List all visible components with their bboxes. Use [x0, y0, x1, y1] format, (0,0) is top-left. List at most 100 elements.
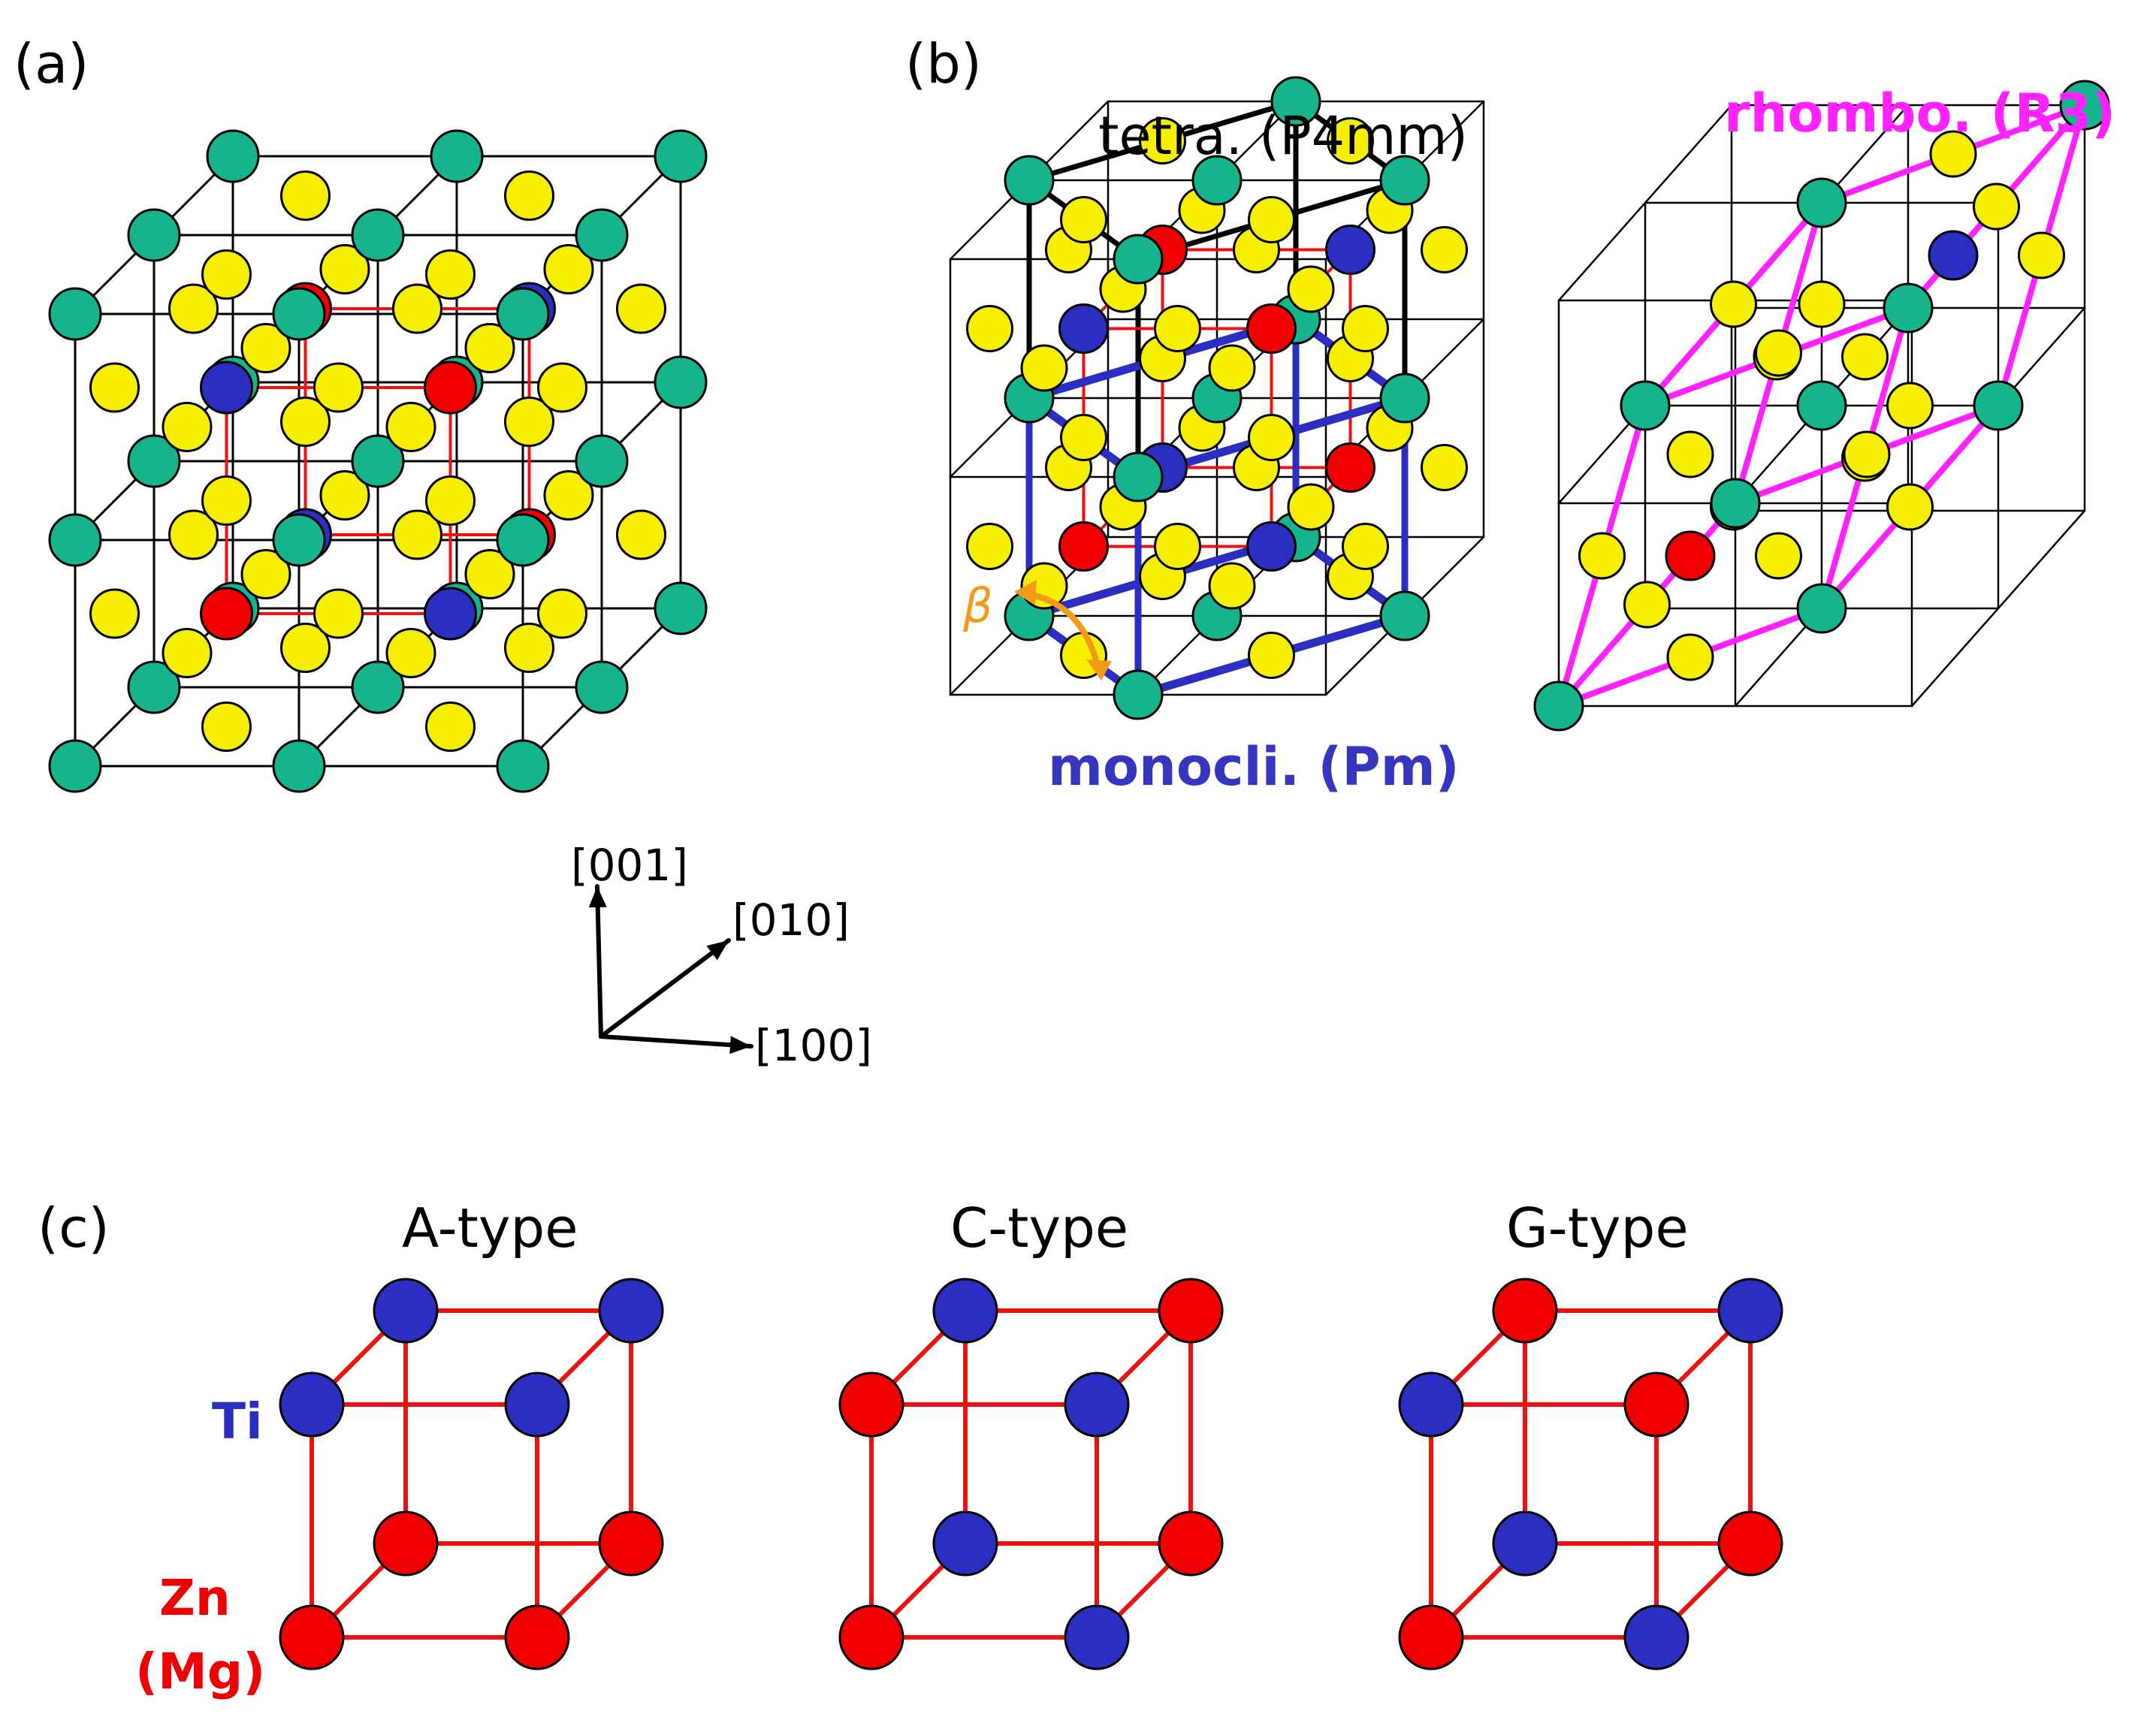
oxygen-atom	[966, 305, 1013, 352]
oxygen-atom	[1421, 444, 1468, 491]
magnetic-ordering-cells	[279, 1278, 1783, 1670]
oxygen-atom	[1287, 265, 1335, 313]
zn-atom	[1158, 1510, 1224, 1577]
axis-001-label: [001]	[571, 840, 688, 891]
zn-atom	[424, 361, 477, 415]
oxygen-atom	[385, 402, 436, 452]
a-site-atom	[496, 739, 550, 793]
oxygen-atom	[1208, 562, 1256, 610]
oxygen-atom	[240, 323, 291, 373]
oxygen-atom	[1327, 117, 1374, 164]
ti-atom	[1717, 1278, 1783, 1344]
rhombo-label: rhombo. (R3)	[1724, 83, 2115, 144]
zn-atom	[1058, 521, 1109, 572]
ti-atom	[279, 1371, 345, 1438]
a-site-atom	[496, 287, 550, 341]
ti-atom	[1064, 1371, 1130, 1438]
a-site-atom	[1710, 478, 1761, 529]
zn-atom	[504, 1604, 570, 1670]
oxygen-atom	[313, 588, 364, 639]
panel-c-label: (c)	[38, 1196, 110, 1260]
axis-arrows	[588, 884, 753, 1055]
zn-atom	[200, 587, 253, 641]
oxygen-atom	[89, 588, 140, 639]
ordering-cell	[279, 1278, 664, 1670]
oxygen-atom	[1020, 344, 1068, 392]
ti-atom	[1928, 230, 1979, 281]
ti-atom	[424, 587, 477, 641]
oxygen-atom	[1287, 483, 1335, 531]
oxygen-atom	[1060, 414, 1107, 461]
axis-010-arrow	[599, 938, 731, 1039]
a-site-atom	[48, 287, 102, 341]
oxygen-atom	[504, 623, 554, 673]
ti-atom	[1492, 1510, 1558, 1577]
oxygen-atom	[1248, 196, 1295, 243]
oxygen-atom	[201, 702, 252, 752]
monocli-label: monocli. (Pm)	[1048, 736, 1460, 798]
oxygen-atom	[1755, 532, 1802, 580]
a-site-atom	[1113, 451, 1164, 502]
oxygen-atom	[1139, 117, 1186, 164]
mg-label: (Mg)	[135, 1643, 265, 1700]
a-site-atom	[1883, 282, 1934, 333]
zn-atom	[279, 1604, 345, 1670]
oxygen-atom	[543, 470, 594, 521]
oxygen-atom	[966, 523, 1013, 570]
a-site-atom	[1796, 177, 1847, 228]
oxygen-atom	[504, 170, 554, 221]
a-site-atom	[1379, 590, 1430, 641]
a-site-atom	[48, 513, 102, 567]
oxygen-atom	[1886, 382, 1934, 430]
oxygen-atom	[1421, 226, 1468, 273]
oxygen-atom	[168, 509, 219, 560]
oxygen-atom	[1208, 344, 1256, 392]
ti-atom	[1246, 521, 1297, 572]
zn-atom	[1398, 1604, 1464, 1670]
oxygen-atom	[1060, 196, 1107, 243]
a-site-atom	[575, 660, 629, 714]
ti-atom	[598, 1278, 664, 1344]
oxygen-atom	[201, 249, 252, 300]
a-site-atom	[127, 660, 181, 714]
tetra-label: tetra. (P4mm)	[1098, 105, 1468, 167]
oxygen-atom	[537, 588, 587, 639]
a-site-atom	[575, 208, 629, 262]
zn-atom	[838, 1604, 904, 1670]
panel-b-label: (b)	[905, 32, 982, 95]
a-site-atom	[654, 355, 708, 409]
a-site-atom	[2059, 80, 2110, 131]
ti-atom	[200, 361, 253, 415]
axis-100-arrow	[599, 1034, 753, 1049]
a-site-atom	[1533, 680, 1584, 732]
a-site-atom	[654, 129, 708, 183]
a-site-atom	[496, 513, 550, 567]
panel-a-label: (a)	[14, 32, 89, 95]
a-site-atom	[1004, 155, 1055, 206]
a-site-atom	[1620, 380, 1671, 431]
oxygen-atom	[1886, 483, 1934, 531]
oxygen-atom	[616, 283, 666, 334]
oxygen-atom	[504, 397, 554, 447]
beta-label: β	[962, 578, 993, 633]
a-site-atom	[272, 513, 326, 567]
ti-atom	[1064, 1604, 1130, 1670]
axis-010-label: [010]	[732, 895, 850, 946]
oxygen-atom	[1710, 280, 1757, 328]
oxygen-atom	[425, 249, 476, 300]
oxygen-atom	[1666, 633, 1714, 681]
ti-atom	[1325, 225, 1375, 275]
axis-010-arrow-head	[706, 940, 729, 961]
oxygen-atom	[1342, 523, 1389, 570]
a-site-atom	[654, 581, 708, 635]
axis-001-arrow-head	[588, 886, 607, 908]
ti-atom	[932, 1278, 998, 1344]
a-site-atom	[1191, 155, 1243, 206]
zn-atom	[373, 1510, 439, 1577]
a-site-atom	[1113, 669, 1164, 720]
oxygen-atom	[385, 628, 436, 678]
zn-atom	[1325, 442, 1375, 493]
perovskite-supercell-diagram	[48, 129, 708, 793]
oxygen-atom	[1342, 305, 1389, 352]
